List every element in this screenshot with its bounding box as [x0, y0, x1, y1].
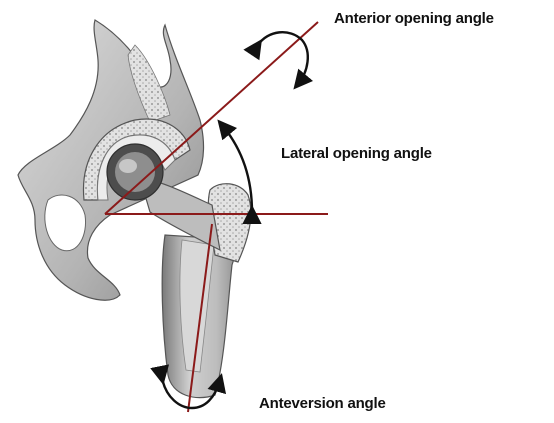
lateral-opening-angle-label: Lateral opening angle: [281, 145, 432, 162]
anteversion-angle-label: Anteversion angle: [259, 395, 386, 412]
anterior-opening-angle-label: Anterior opening angle: [334, 10, 494, 27]
anterior-rotation-arrow-icon: [258, 32, 308, 84]
